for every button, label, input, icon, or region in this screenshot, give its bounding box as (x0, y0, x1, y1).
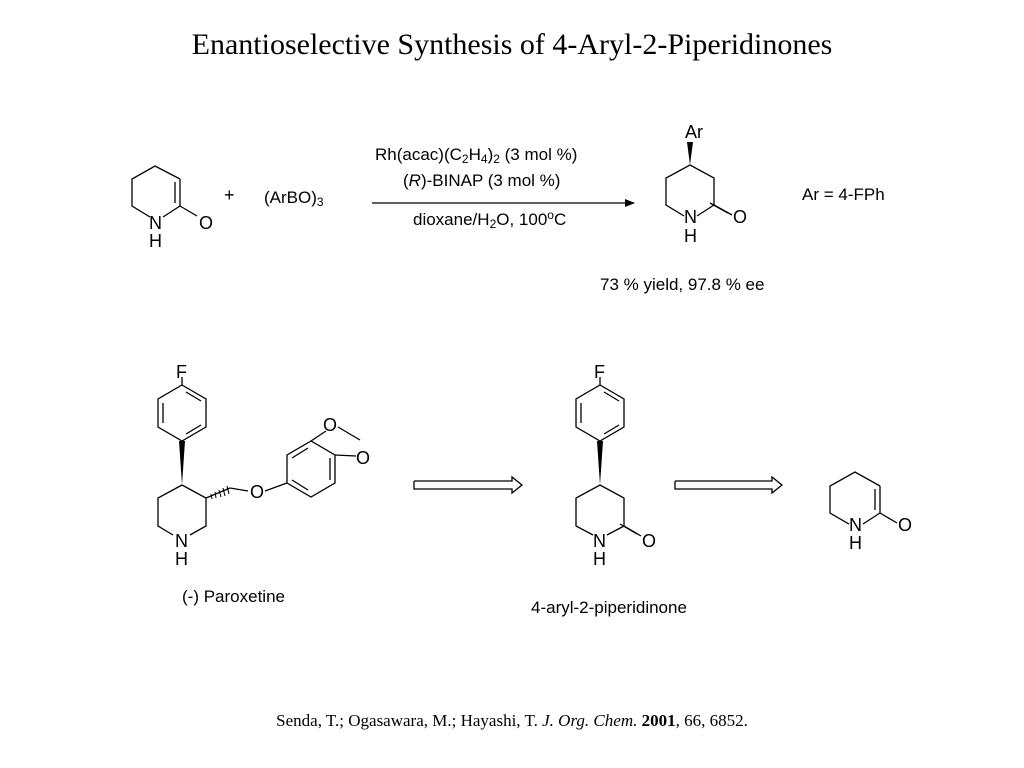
condition-catalyst: Rh(acac)(C2H4)2 (3 mol %) (375, 145, 578, 166)
product-structure-top (665, 164, 733, 217)
atom-o: O (199, 213, 213, 233)
paroxetine-structure (157, 384, 361, 536)
atom-o: O (898, 515, 912, 535)
wedge-bond (179, 441, 185, 485)
atom-o: O (323, 415, 337, 435)
atom-n: N (849, 515, 862, 535)
plus-sign: + (224, 185, 235, 205)
boroxine-reagent: (ArBO)3 (264, 188, 324, 209)
retrosynthesis-arrow (674, 475, 784, 495)
atom-h: H (593, 549, 606, 569)
atom-n: N (684, 207, 697, 227)
yield-label: 73 % yield, 97.8 % ee (600, 275, 765, 294)
atom-h: H (684, 226, 697, 246)
atom-o: O (642, 531, 656, 551)
page-title: Enantioselective Synthesis of 4-Aryl-2-P… (191, 28, 833, 61)
atom-ar: Ar (685, 122, 703, 142)
hash-bond (210, 485, 230, 500)
wedge-bond (687, 142, 693, 165)
atom-h: H (149, 231, 162, 251)
atom-n: N (593, 531, 606, 551)
atom-o: O (250, 482, 264, 502)
atom-n: N (175, 531, 188, 551)
atom-f: F (594, 362, 605, 382)
condition-ligand: (R)-BINAP (3 mol %) (403, 171, 561, 190)
dihydropyridinone-structure-top (131, 165, 198, 218)
atom-o: O (356, 448, 370, 468)
paroxetine-label: (-) Paroxetine (182, 587, 285, 606)
atom-h: H (849, 533, 862, 553)
wedge-bond (597, 441, 603, 485)
retrosynthesis-arrow (413, 475, 524, 495)
atom-h: H (175, 549, 188, 569)
ar-definition: Ar = 4-FPh (802, 185, 885, 204)
citation: Senda, T.; Ogasawara, M.; Hayashi, T. J.… (276, 711, 748, 730)
arylpiperidinone-label: 4-aryl-2-piperidinone (531, 598, 687, 617)
atom-o: O (733, 207, 747, 227)
arylpiperidinone-structure (575, 384, 642, 537)
condition-solvent: dioxane/H2O, 100oC (413, 208, 567, 231)
atom-n: N (149, 213, 162, 233)
dihydropyridinone-structure-bottom (829, 471, 898, 525)
atom-f: F (176, 362, 187, 382)
